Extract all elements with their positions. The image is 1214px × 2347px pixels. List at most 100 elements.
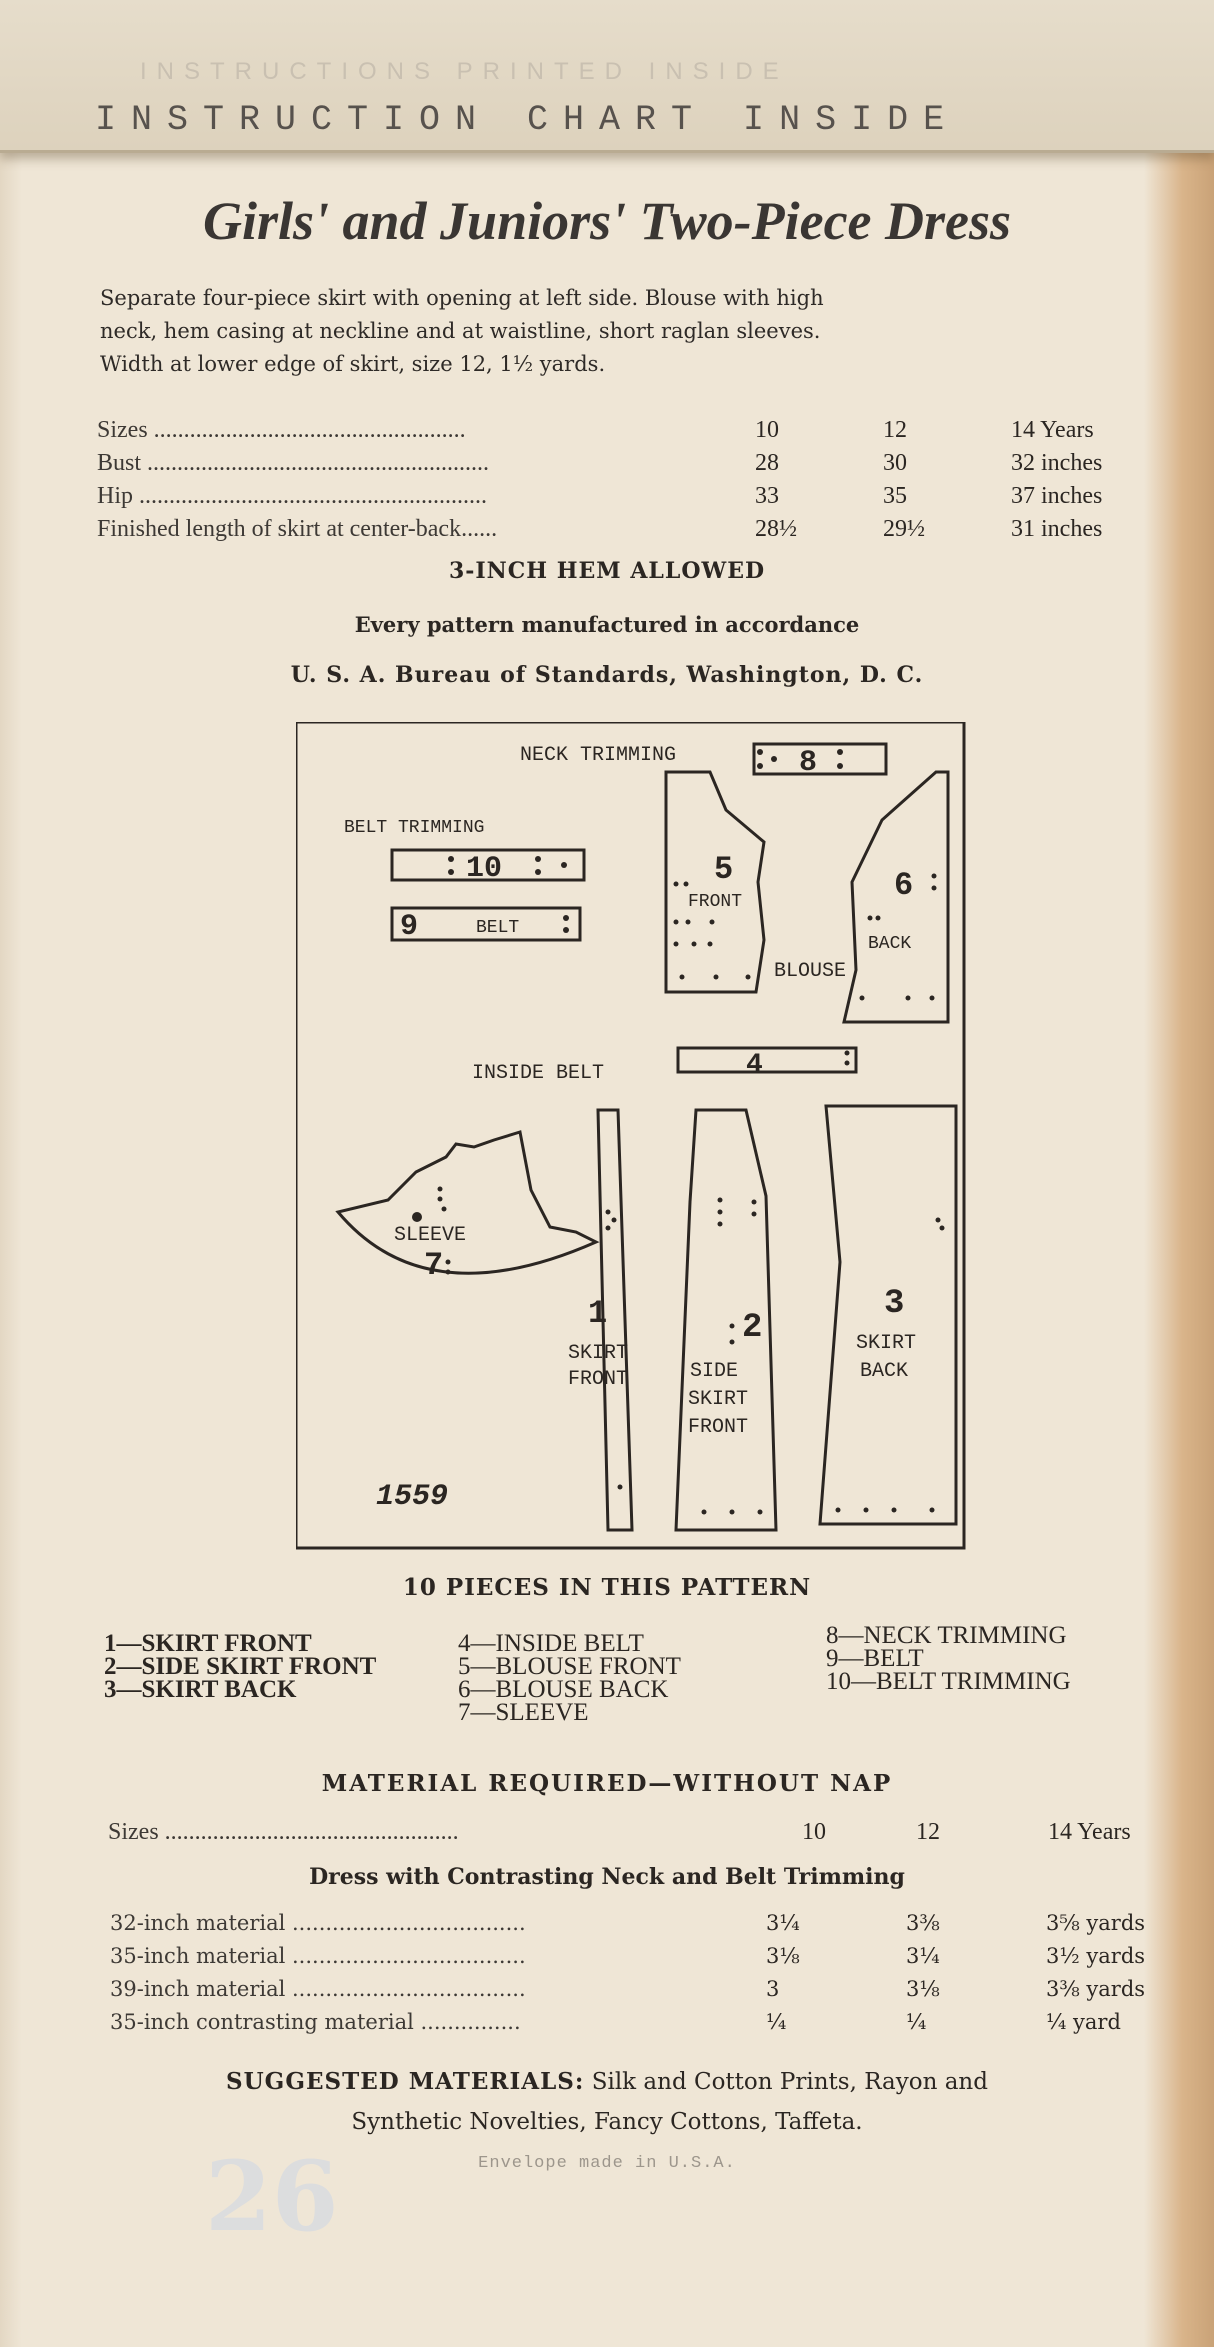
- piece-number: 9: [400, 910, 418, 944]
- front-label: FRONT: [688, 892, 742, 912]
- piece-number: 4: [746, 1050, 763, 1081]
- skirt-label: SKIRT: [856, 1332, 916, 1355]
- pattern-description: Separate four-piece skirt with opening a…: [100, 282, 1170, 381]
- paper-stain-edge: [1144, 140, 1214, 2347]
- size-value: 37 inches: [1011, 483, 1103, 509]
- diagram-frame: [296, 722, 966, 1550]
- material-size-value: 12: [916, 1819, 940, 1845]
- size-value: 28: [755, 450, 779, 476]
- size-value: 12: [883, 417, 907, 443]
- material-size-value: 14 Years: [1048, 1819, 1131, 1845]
- material-row: 35-inch contrasting material ...........…: [110, 2005, 1176, 2038]
- piece-number: 8: [799, 746, 817, 780]
- piece-list-item: 10—BELT TRIMMING: [826, 1668, 1071, 1695]
- made-in-note: Envelope made in U.S.A.: [478, 2154, 736, 2173]
- piece-number: 5: [714, 851, 733, 888]
- size-row-label: Bust ...................................…: [97, 450, 490, 476]
- piece-list-item: 4—INSIDE BELT: [458, 1630, 644, 1657]
- material-value: 3: [766, 1976, 780, 2001]
- perforation-marks: [412, 749, 945, 1515]
- piece-list-item: 6—BLOUSE BACK: [458, 1676, 669, 1703]
- suggested-text: Silk and Cotton Prints, Rayon and: [591, 2069, 988, 2095]
- material-value: 3⅜: [906, 1910, 940, 1935]
- piece-number: 3: [884, 1285, 904, 1323]
- material-row: 39-inch material .......................…: [110, 1972, 1176, 2005]
- material-value: 3⅜ yards: [1046, 1976, 1146, 2001]
- material-row: 32-inch material .......................…: [110, 1906, 1176, 1939]
- front-label: FRONT: [568, 1368, 628, 1391]
- description-line: Separate four-piece skirt with opening a…: [100, 286, 824, 310]
- ghost-number: 26: [205, 2140, 339, 2253]
- piece-list-item: 1—SKIRT FRONT: [104, 1630, 312, 1657]
- piece-number: 2: [742, 1309, 762, 1347]
- material-row-label: 39-inch material .......................…: [110, 1976, 526, 2001]
- paper-left-edge: [0, 140, 22, 2347]
- piece-number: 6: [894, 867, 913, 904]
- material-value: 3¼: [766, 1910, 800, 1935]
- piece-list-item: 7—SLEEVE: [458, 1699, 589, 1726]
- size-row-label: Finished length of skirt at center-back.…: [97, 516, 498, 542]
- material-row-label: 32-inch material .......................…: [110, 1910, 526, 1935]
- skirt-label: SKIRT: [688, 1388, 748, 1411]
- material-row-label: 35-inch contrasting material ...........…: [110, 2009, 521, 2034]
- piece-list-item: 9—BELT: [826, 1645, 924, 1672]
- material-row: 35-inch material .......................…: [110, 1939, 1176, 1972]
- size-table: Sizes ..................................…: [97, 414, 1161, 546]
- piece-list-item: 8—NECK TRIMMING: [826, 1622, 1067, 1649]
- material-size-value: 10: [802, 1819, 826, 1845]
- piece-2-side-skirt-front: [674, 1108, 778, 1532]
- blouse-label: BLOUSE: [774, 960, 846, 983]
- flap-faint-text: INSTRUCTIONS PRINTED INSIDE: [140, 58, 789, 85]
- size-value: 14 Years: [1011, 417, 1094, 443]
- material-value: 3⅛: [766, 1943, 800, 1968]
- material-value: ¼: [906, 2009, 927, 2034]
- pattern-number: 1559: [376, 1480, 448, 1514]
- instruction-banner: INSTRUCTION CHART INSIDE: [95, 100, 960, 140]
- piece-number: 1: [588, 1295, 607, 1332]
- skirt-label: SKIRT: [568, 1342, 628, 1365]
- piece-list-item: 2—SIDE SKIRT FRONT: [104, 1653, 377, 1680]
- side-label: SIDE: [690, 1360, 738, 1383]
- piece-5-blouse-front: [664, 770, 766, 994]
- piece-10-belt-trimming: [390, 848, 586, 882]
- piece-number: 10: [466, 852, 502, 886]
- size-value: 32 inches: [1011, 450, 1103, 476]
- material-size-label: Sizes ..................................…: [108, 1819, 459, 1845]
- suggested-materials: SUGGESTED MATERIALS: Silk and Cotton Pri…: [0, 2062, 1214, 2142]
- size-value: 35: [883, 483, 907, 509]
- size-row: Bust ...................................…: [97, 447, 1161, 480]
- neck-trimming-label: NECK TRIMMING: [520, 744, 676, 767]
- pattern-title: Girls' and Juniors' Two-Piece Dress: [202, 191, 1012, 251]
- bureau-line: U. S. A. Bureau of Standards, Washington…: [290, 662, 924, 688]
- material-sizes-row: Sizes ..................................…: [108, 1816, 1178, 1849]
- hem-note: 3-INCH HEM ALLOWED: [448, 558, 766, 584]
- material-value: 3⅝ yards: [1046, 1910, 1146, 1935]
- suggested-label: SUGGESTED MATERIALS:: [226, 2068, 585, 2095]
- standards-line: Every pattern manufactured in accordance: [354, 612, 860, 637]
- back-label: BACK: [868, 934, 911, 954]
- size-value: 28½: [755, 516, 797, 542]
- material-value: 3¼: [906, 1943, 940, 1968]
- piece-6-blouse-back: [842, 770, 950, 1024]
- piece-8-neck-trimming: [752, 742, 888, 776]
- pieces-column-2: 4—INSIDE BELT 5—BLOUSE FRONT 6—BLOUSE BA…: [458, 1630, 681, 1726]
- size-row: Sizes ..................................…: [97, 414, 1161, 447]
- envelope-flap: INSTRUCTIONS PRINTED INSIDE INSTRUCTION …: [0, 0, 1214, 153]
- back-label: BACK: [860, 1360, 908, 1383]
- size-value: 29½: [883, 516, 925, 542]
- size-row: Hip ....................................…: [97, 480, 1161, 513]
- size-value: 31 inches: [1011, 516, 1103, 542]
- material-value: ¼ yard: [1046, 2009, 1121, 2034]
- size-value: 10: [755, 417, 779, 443]
- description-line: neck, hem casing at neckline and at wais…: [100, 319, 821, 343]
- piece-9-belt: [390, 906, 582, 942]
- pieces-heading: 10 PIECES IN THIS PATTERN: [402, 1574, 812, 1601]
- material-value: 3⅛: [906, 1976, 940, 2001]
- sleeve-label: SLEEVE: [394, 1224, 466, 1247]
- piece-list-item: 3—SKIRT BACK: [104, 1676, 297, 1703]
- piece-3-skirt-back: [818, 1104, 958, 1526]
- front-label: FRONT: [688, 1416, 748, 1439]
- material-value: ¼: [766, 2009, 787, 2034]
- belt-trimming-label: BELT TRIMMING: [344, 818, 484, 838]
